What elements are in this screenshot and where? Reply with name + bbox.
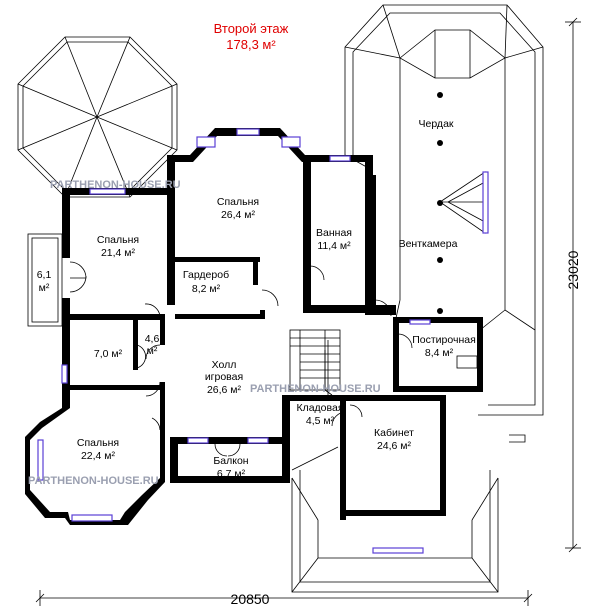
room-name-bedroom-left: Спальня	[97, 234, 139, 246]
watermarks: PARTHENON-HOUSE.RU PARTHENON-HOUSE.RU PA…	[28, 179, 381, 487]
room-name-storage: Кладовая	[296, 402, 343, 414]
room-name-bathroom: Ванная	[316, 227, 352, 239]
room-labels: Спальня 26,4 м² Спальня 21,4 м² Гардероб…	[37, 118, 476, 480]
staircase	[289, 329, 341, 396]
dimensions: 20850 23020	[35, 17, 581, 607]
dimension-width: 20850	[231, 591, 270, 607]
room-area-bedroom-left: 21,4 м²	[101, 247, 136, 259]
room-name-bedroom-top: Спальня	[217, 196, 259, 208]
room-area-small-closet: 4,6	[145, 333, 160, 345]
room-area-laundry: 8,4 м²	[425, 347, 454, 359]
watermark-middle: PARTHENON-HOUSE.RU	[250, 383, 381, 395]
room-area-bedroom-bottom: 22,4 м²	[81, 450, 116, 462]
attic-roof	[344, 4, 544, 443]
room-area-balcony: 6,7 м²	[217, 468, 246, 480]
room-area-closet: 7,0 м²	[94, 348, 123, 360]
room-area-balcony-left: 6,1	[37, 269, 52, 281]
dimension-height: 23020	[565, 250, 581, 289]
room-area-bedroom-top: 26,4 м²	[221, 209, 256, 221]
octagon-roof	[17, 36, 178, 198]
room-unit-small-closet: м²	[147, 345, 158, 357]
watermark-bottom: PARTHENON-HOUSE.RU	[28, 475, 159, 487]
room-name-study: Кабинет	[374, 427, 414, 439]
room-name-hall: Холл	[212, 359, 237, 371]
watermark-top: PARTHENON-HOUSE.RU	[50, 179, 181, 191]
doors	[69, 261, 478, 457]
room-unit-balcony-left: м²	[39, 282, 50, 294]
room-name-attic: Чердак	[419, 118, 454, 130]
room-subname-hall: игровая	[205, 371, 243, 383]
room-name-bedroom-bottom: Спальня	[77, 437, 119, 449]
room-name-wardrobe: Гардероб	[183, 269, 229, 281]
room-area-study: 24,6 м²	[377, 440, 412, 452]
room-area-hall: 26,6 м²	[207, 384, 242, 396]
room-area-wardrobe: 8,2 м²	[192, 283, 221, 295]
room-name-laundry: Постирочная	[412, 334, 476, 346]
floor-area: 178,3 м²	[226, 37, 276, 52]
room-name-balcony: Балкон	[213, 455, 248, 467]
room-area-storage: 4,5 м²	[306, 415, 335, 427]
lower-roof	[291, 446, 499, 593]
floor-title: Второй этаж	[214, 21, 289, 36]
windows	[37, 128, 431, 554]
room-name-vent-room: Венткамера	[399, 238, 458, 250]
room-area-bathroom: 11,4 м²	[317, 240, 351, 252]
